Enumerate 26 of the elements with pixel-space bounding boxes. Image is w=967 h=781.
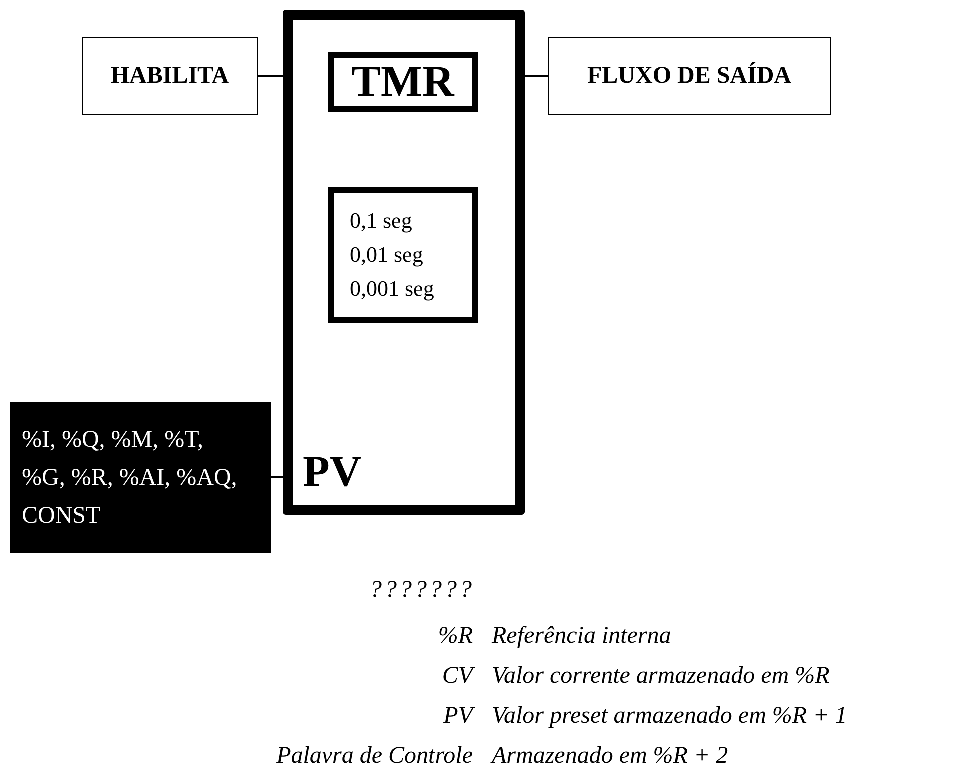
definition-text: Armazenado em %R + 2 xyxy=(492,742,728,771)
timer-block xyxy=(283,10,525,515)
term-text: Palavra de Controle xyxy=(276,742,473,771)
node-label: 0,001 seg xyxy=(350,275,436,303)
title-box xyxy=(328,52,478,112)
connector-line xyxy=(271,476,283,478)
term-text: %R xyxy=(438,622,473,651)
node-label: TMR xyxy=(352,60,454,104)
definition-text: Valor corrente armazenado em %R xyxy=(492,662,830,691)
node-label: HABILITA xyxy=(110,62,230,91)
connector-line xyxy=(525,75,548,77)
time-base-box xyxy=(328,187,478,323)
node-label: %I, %Q, %M, %T, %G, %R, %AI, %AQ, CONST xyxy=(22,426,238,530)
node-label: PV xyxy=(303,450,362,494)
node-label: FLUXO DE SAÍDA xyxy=(587,61,792,91)
definition-text: Referência interna xyxy=(492,622,672,651)
term-text: PV xyxy=(444,696,473,736)
connector-line xyxy=(258,75,283,77)
note-text: ??????? xyxy=(370,578,475,602)
output-box xyxy=(548,37,831,115)
node-label: 0,1 seg xyxy=(350,207,414,235)
operand-box xyxy=(10,402,271,553)
term-text: CV xyxy=(442,656,473,696)
input-box xyxy=(82,37,258,115)
node-label: 0,01 seg xyxy=(350,241,424,269)
definition-text: Valor preset armazenado em %R + 1 xyxy=(492,702,848,731)
